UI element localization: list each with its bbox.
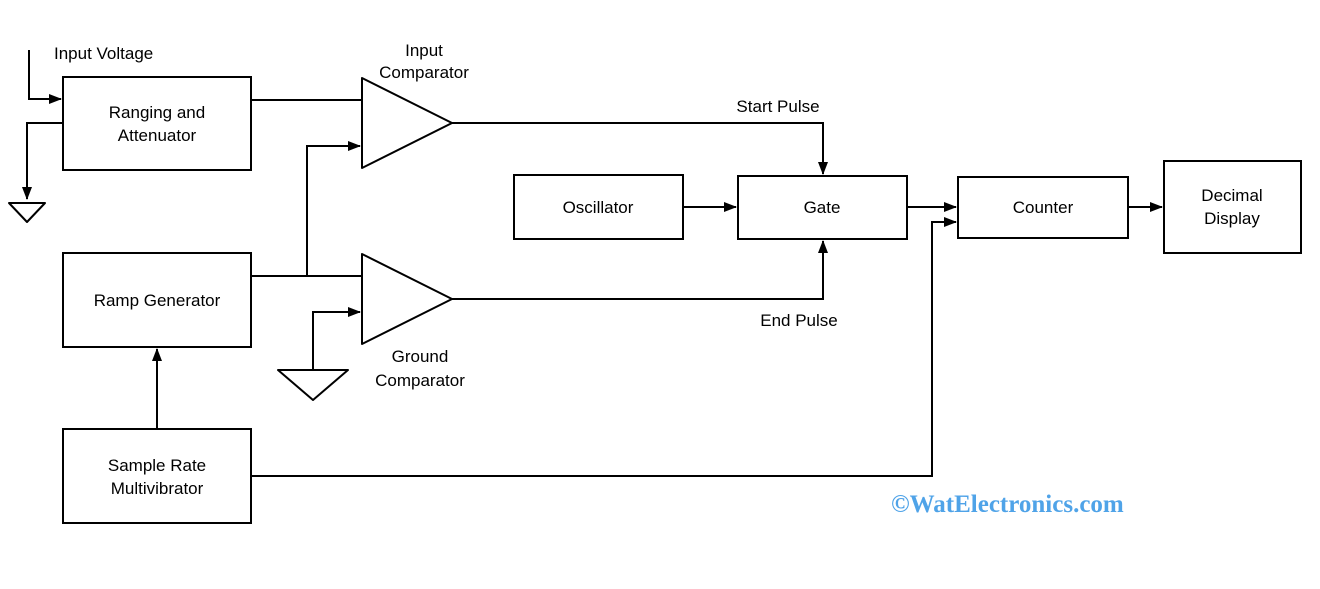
ramp-generator-box xyxy=(62,252,252,348)
sample-rate-multivibrator-label-line2: Multivibrator xyxy=(111,479,204,498)
ground-symbol-middle xyxy=(277,369,349,401)
ground-symbol-left xyxy=(8,202,46,223)
ground-comparator-label-line1: Ground xyxy=(392,347,449,366)
sample-rate-multivibrator-label-line1: Sample Rate xyxy=(108,456,206,475)
input-voltage-label: Input Voltage xyxy=(54,44,153,63)
input-voltage-wire xyxy=(28,50,62,104)
counter-box xyxy=(957,176,1129,239)
start-pulse-wire xyxy=(452,122,828,175)
gate-box xyxy=(737,175,908,240)
counter-label: Counter xyxy=(1013,198,1074,217)
ramp-branch-to-input-comparator-wire xyxy=(306,141,361,276)
input-comparator-label-line2: Comparator xyxy=(379,63,469,82)
ranging-attenuator-label-line1: Ranging and xyxy=(109,103,205,122)
ground-ref-to-comparator-wire xyxy=(312,307,361,370)
input-comparator-label-line1: Input xyxy=(405,41,443,60)
ranging-to-ground-wire xyxy=(22,122,63,200)
watermark-text: ©WatElectronics.com xyxy=(891,491,1124,518)
ramp-generator-label: Ramp Generator xyxy=(94,291,221,310)
oscillator-label: Oscillator xyxy=(563,198,634,217)
start-pulse-label: Start Pulse xyxy=(736,97,819,116)
input-comparator-triangle xyxy=(361,77,453,169)
end-pulse-label: End Pulse xyxy=(760,311,838,330)
end-pulse-wire xyxy=(452,240,828,300)
multivibrator-to-counter-wire xyxy=(251,217,957,477)
decimal-display-label-line2: Display xyxy=(1204,209,1260,228)
decimal-display-box xyxy=(1163,160,1302,254)
sample-rate-multivibrator-box xyxy=(62,428,252,524)
ranging-attenuator-box xyxy=(62,76,252,171)
decimal-display-label-line1: Decimal xyxy=(1201,186,1262,205)
gate-label: Gate xyxy=(804,198,841,217)
ranging-attenuator-label-line2: Attenuator xyxy=(118,126,197,145)
oscillator-box xyxy=(513,174,684,240)
ground-comparator-label-line2: Comparator xyxy=(375,371,465,390)
ground-comparator-triangle xyxy=(361,253,453,345)
